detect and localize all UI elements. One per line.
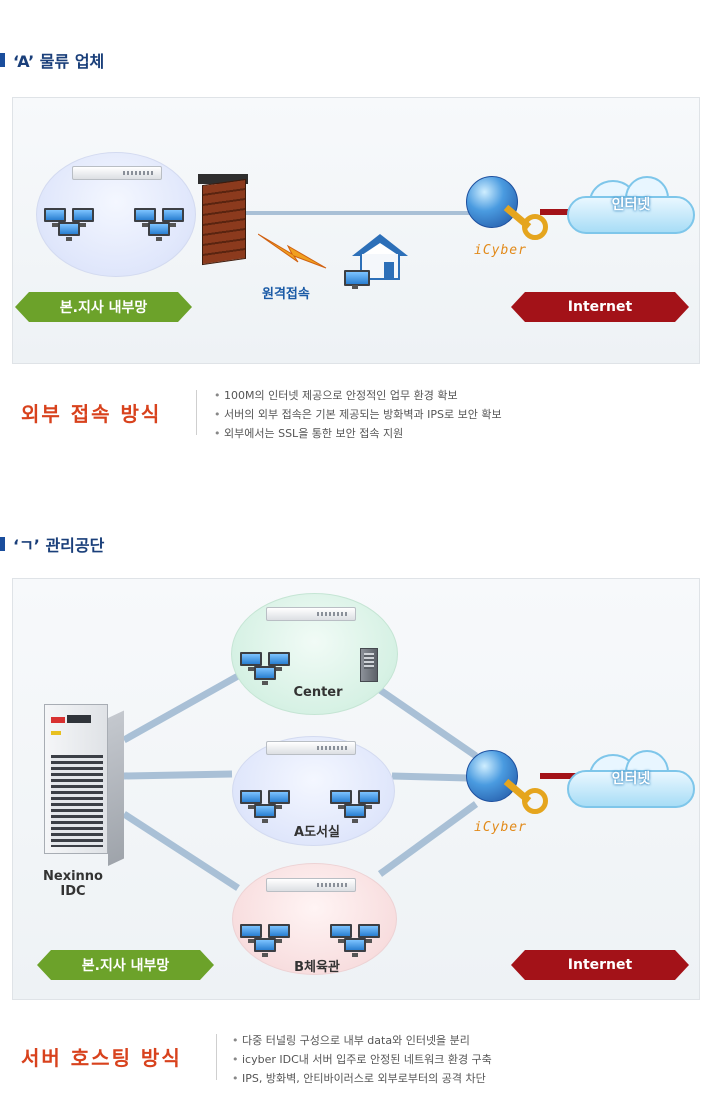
icyber-logo: iCyber [474,820,527,835]
internal-network-label: 본.지사 내부망 [81,958,170,974]
title-marker [0,53,5,67]
feature-item: IPS, 방화벽, 안티바이러스로 외부로부터의 공격 차단 [232,1069,492,1088]
divider [216,1034,217,1080]
title-marker [0,537,5,551]
server-rack-side [108,710,124,866]
globe-icon [466,176,518,228]
pc-group-icon [134,208,200,248]
idc-label-line1: Nexinno [43,869,103,884]
network-switch-icon [266,741,356,755]
remote-pc-icon [344,270,370,289]
feature-item: 외부에서는 SSL을 통한 보안 접속 지원 [214,424,502,443]
internet-cloud-icon: 인터넷 [567,750,695,810]
pc-group-icon [240,652,306,692]
feature-list: 100M의 인터넷 제공으로 안정적인 업무 환경 확보 서버의 외부 접속은 … [214,386,502,443]
pc-group-icon [240,790,306,830]
network-switch-icon [266,607,356,621]
internet-arrow: Internet [511,292,689,322]
feature-item: 다중 터널링 구성으로 내부 data와 인터넷을 분리 [232,1031,492,1050]
pc-group-icon [330,790,396,830]
pc-group-icon [240,924,306,964]
firewall-top [198,174,248,184]
section2-title-text: ‘ㄱ’ 관리공단 [13,536,105,555]
link-line-red [540,209,580,215]
key-icon [522,214,548,240]
network-switch-icon [72,166,162,180]
idc-label-line2: IDC [60,884,86,899]
b-gym-label: B체육관 [294,960,340,975]
firewall-icon [202,178,246,266]
remote-access-label: 원격접속 [262,287,310,302]
internal-network-arrow: 본.지사 내부망 [37,950,214,980]
internal-network-label: 본.지사 내부망 [59,300,148,316]
network-switch-icon [266,878,356,892]
feature-item: icyber IDC내 서버 입주로 안정된 네트워크 환경 구축 [232,1050,492,1069]
method-title: 서버 호스팅 방식 [21,1046,182,1070]
lightning-icon [258,233,327,269]
divider [196,390,197,435]
internet-arrow: Internet [511,950,689,980]
internet-label: Internet [567,957,633,973]
idc-label: Nexinno IDC [38,869,108,899]
method-title: 외부 접속 방식 [21,402,162,426]
network-links [122,672,580,891]
section1-title: ‘A’ 물류 업체 [0,48,104,72]
internet-label: Internet [567,299,633,315]
key-icon [522,788,548,814]
section1-title-text: ‘A’ 물류 업체 [13,52,105,71]
center-label: Center [293,685,343,700]
internal-network-arrow: 본.지사 내부망 [15,292,192,322]
globe-icon [466,750,518,802]
feature-list: 다중 터널링 구성으로 내부 data와 인터넷을 분리 icyber IDC내… [232,1031,492,1088]
internet-cloud-icon: 인터넷 [567,176,695,236]
cloud-label: 인터넷 [611,197,651,213]
section2-title: ‘ㄱ’ 관리공단 [0,532,104,556]
home-icon [352,234,408,280]
cloud-label: 인터넷 [611,771,651,787]
pc-group-icon [330,924,396,964]
pc-group-icon [44,208,110,248]
icyber-logo: iCyber [474,243,527,258]
idc-server-icon [44,704,108,854]
link-line [245,211,477,215]
a-library-label: A도서실 [294,825,340,840]
server-tower-icon [360,648,378,682]
feature-item: 100M의 인터넷 제공으로 안정적인 업무 환경 확보 [214,386,502,405]
feature-item: 서버의 외부 접속은 기본 제공되는 방화벽과 IPS로 보안 확보 [214,405,502,424]
